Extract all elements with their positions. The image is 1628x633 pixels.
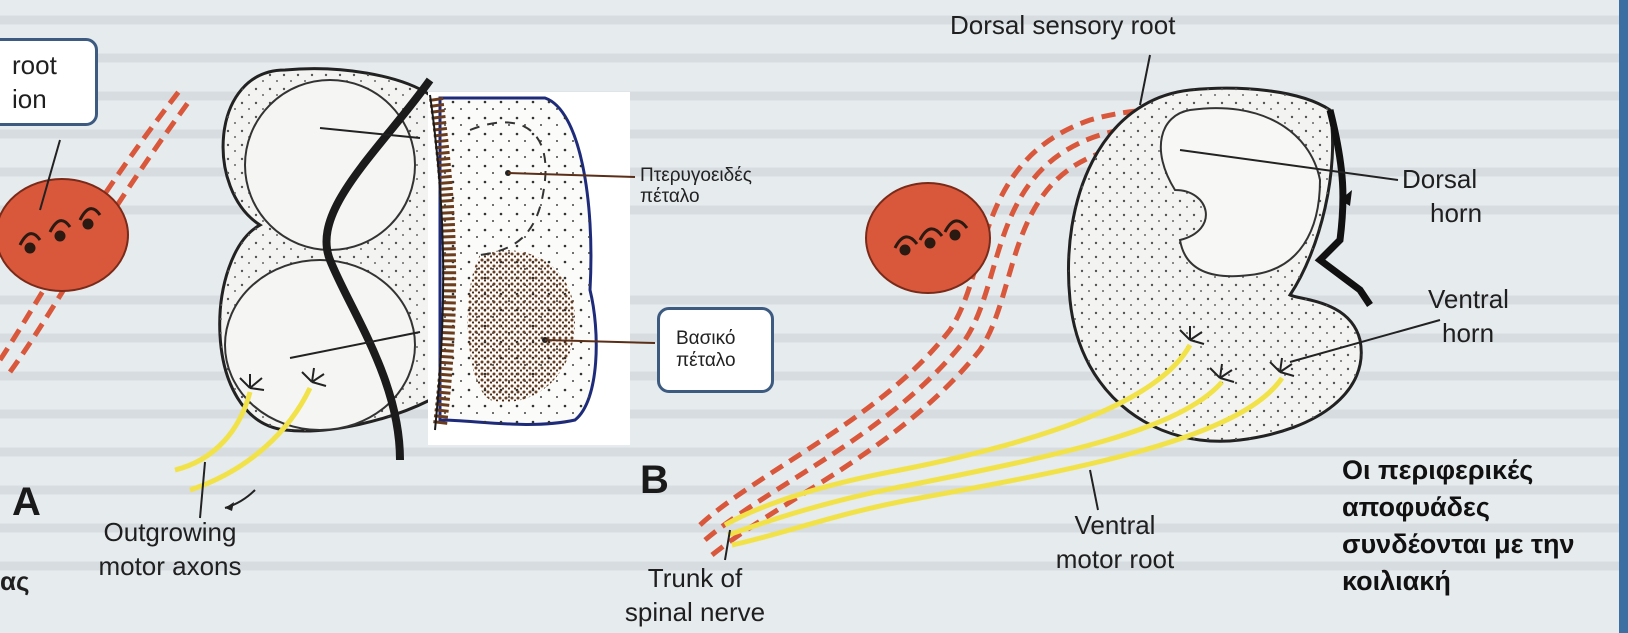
- basal-plate-label-line2: πέταλο: [676, 350, 736, 372]
- alar-plate-label-line1: Πτερυγοειδές: [640, 165, 752, 187]
- root-label-line1: root: [12, 50, 57, 81]
- dorsal-horn-label-line2: horn: [1430, 198, 1482, 229]
- slide-edge-bar: [1619, 0, 1628, 633]
- left-fragment-text: ας: [0, 566, 30, 597]
- ventral-motor-root-line1: Ventral: [1040, 510, 1190, 541]
- inset-drawing: [428, 92, 655, 445]
- panel-a-letter: A: [12, 480, 41, 525]
- outgrowing-axons-line1: Outgrowing: [80, 517, 260, 548]
- panel-b-letter: B: [640, 458, 669, 503]
- outgrowing-axons-line2: motor axons: [70, 551, 270, 582]
- trunk-of-spinal-nerve-line2: spinal nerve: [595, 597, 795, 628]
- dorsal-sensory-root-label: Dorsal sensory root: [950, 10, 1175, 41]
- root-label-line2: ion: [12, 84, 47, 115]
- basal-plate-label-line1: Βασικό: [676, 328, 735, 350]
- ventral-horn-label-line2: horn: [1442, 318, 1494, 349]
- ventral-motor-root-line2: motor root: [1018, 544, 1212, 575]
- dorsal-horn-label-line1: Dorsal: [1402, 164, 1477, 195]
- peripheral-processes-note: Οι περιφερικές αποφυάδες συνδέονται με τ…: [1342, 452, 1612, 600]
- trunk-of-spinal-nerve-line1: Trunk of: [610, 563, 780, 594]
- alar-plate-label-line2: πέταλο: [640, 186, 700, 208]
- ventral-horn-label-line1: Ventral: [1428, 284, 1509, 315]
